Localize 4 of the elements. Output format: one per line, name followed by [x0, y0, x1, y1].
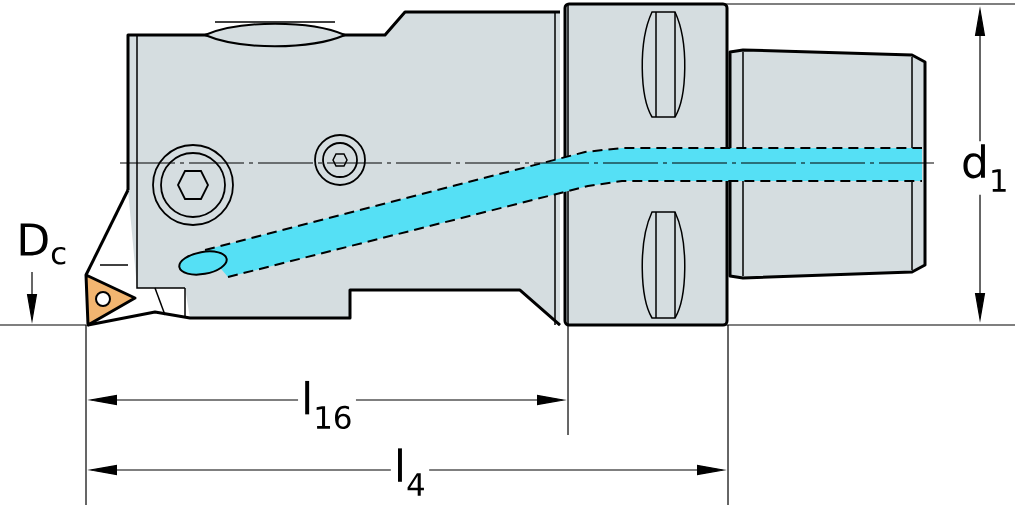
dimension-label: d$_{1}$: [958, 141, 1012, 195]
dimension-label: l$_{4}$: [390, 445, 430, 499]
dimension-label: D$_{c}$: [13, 220, 71, 268]
dimension-label: l$_{16}$: [298, 377, 356, 433]
